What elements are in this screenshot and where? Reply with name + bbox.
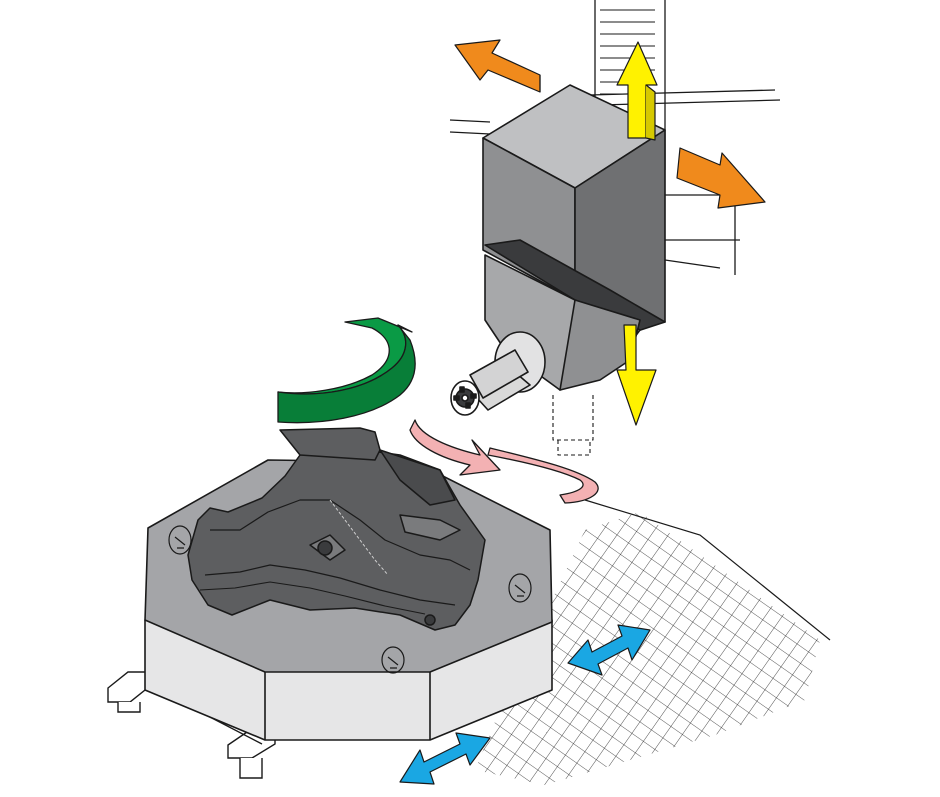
orange-double-arrow-icon: [454, 39, 766, 209]
workpiece: [187, 427, 486, 631]
spindle: [450, 331, 546, 416]
blue-double-arrow-icon: [399, 624, 651, 785]
floor-mesh: [475, 499, 831, 785]
spindle-head: [450, 84, 666, 456]
tool-holder: [552, 395, 594, 456]
green-rotation-arrow-icon: [277, 317, 416, 424]
milling-cutter: [453, 386, 477, 409]
yellow-double-arrow-icon: [616, 41, 658, 426]
pink-rotation-arrow-icon: [409, 419, 599, 504]
